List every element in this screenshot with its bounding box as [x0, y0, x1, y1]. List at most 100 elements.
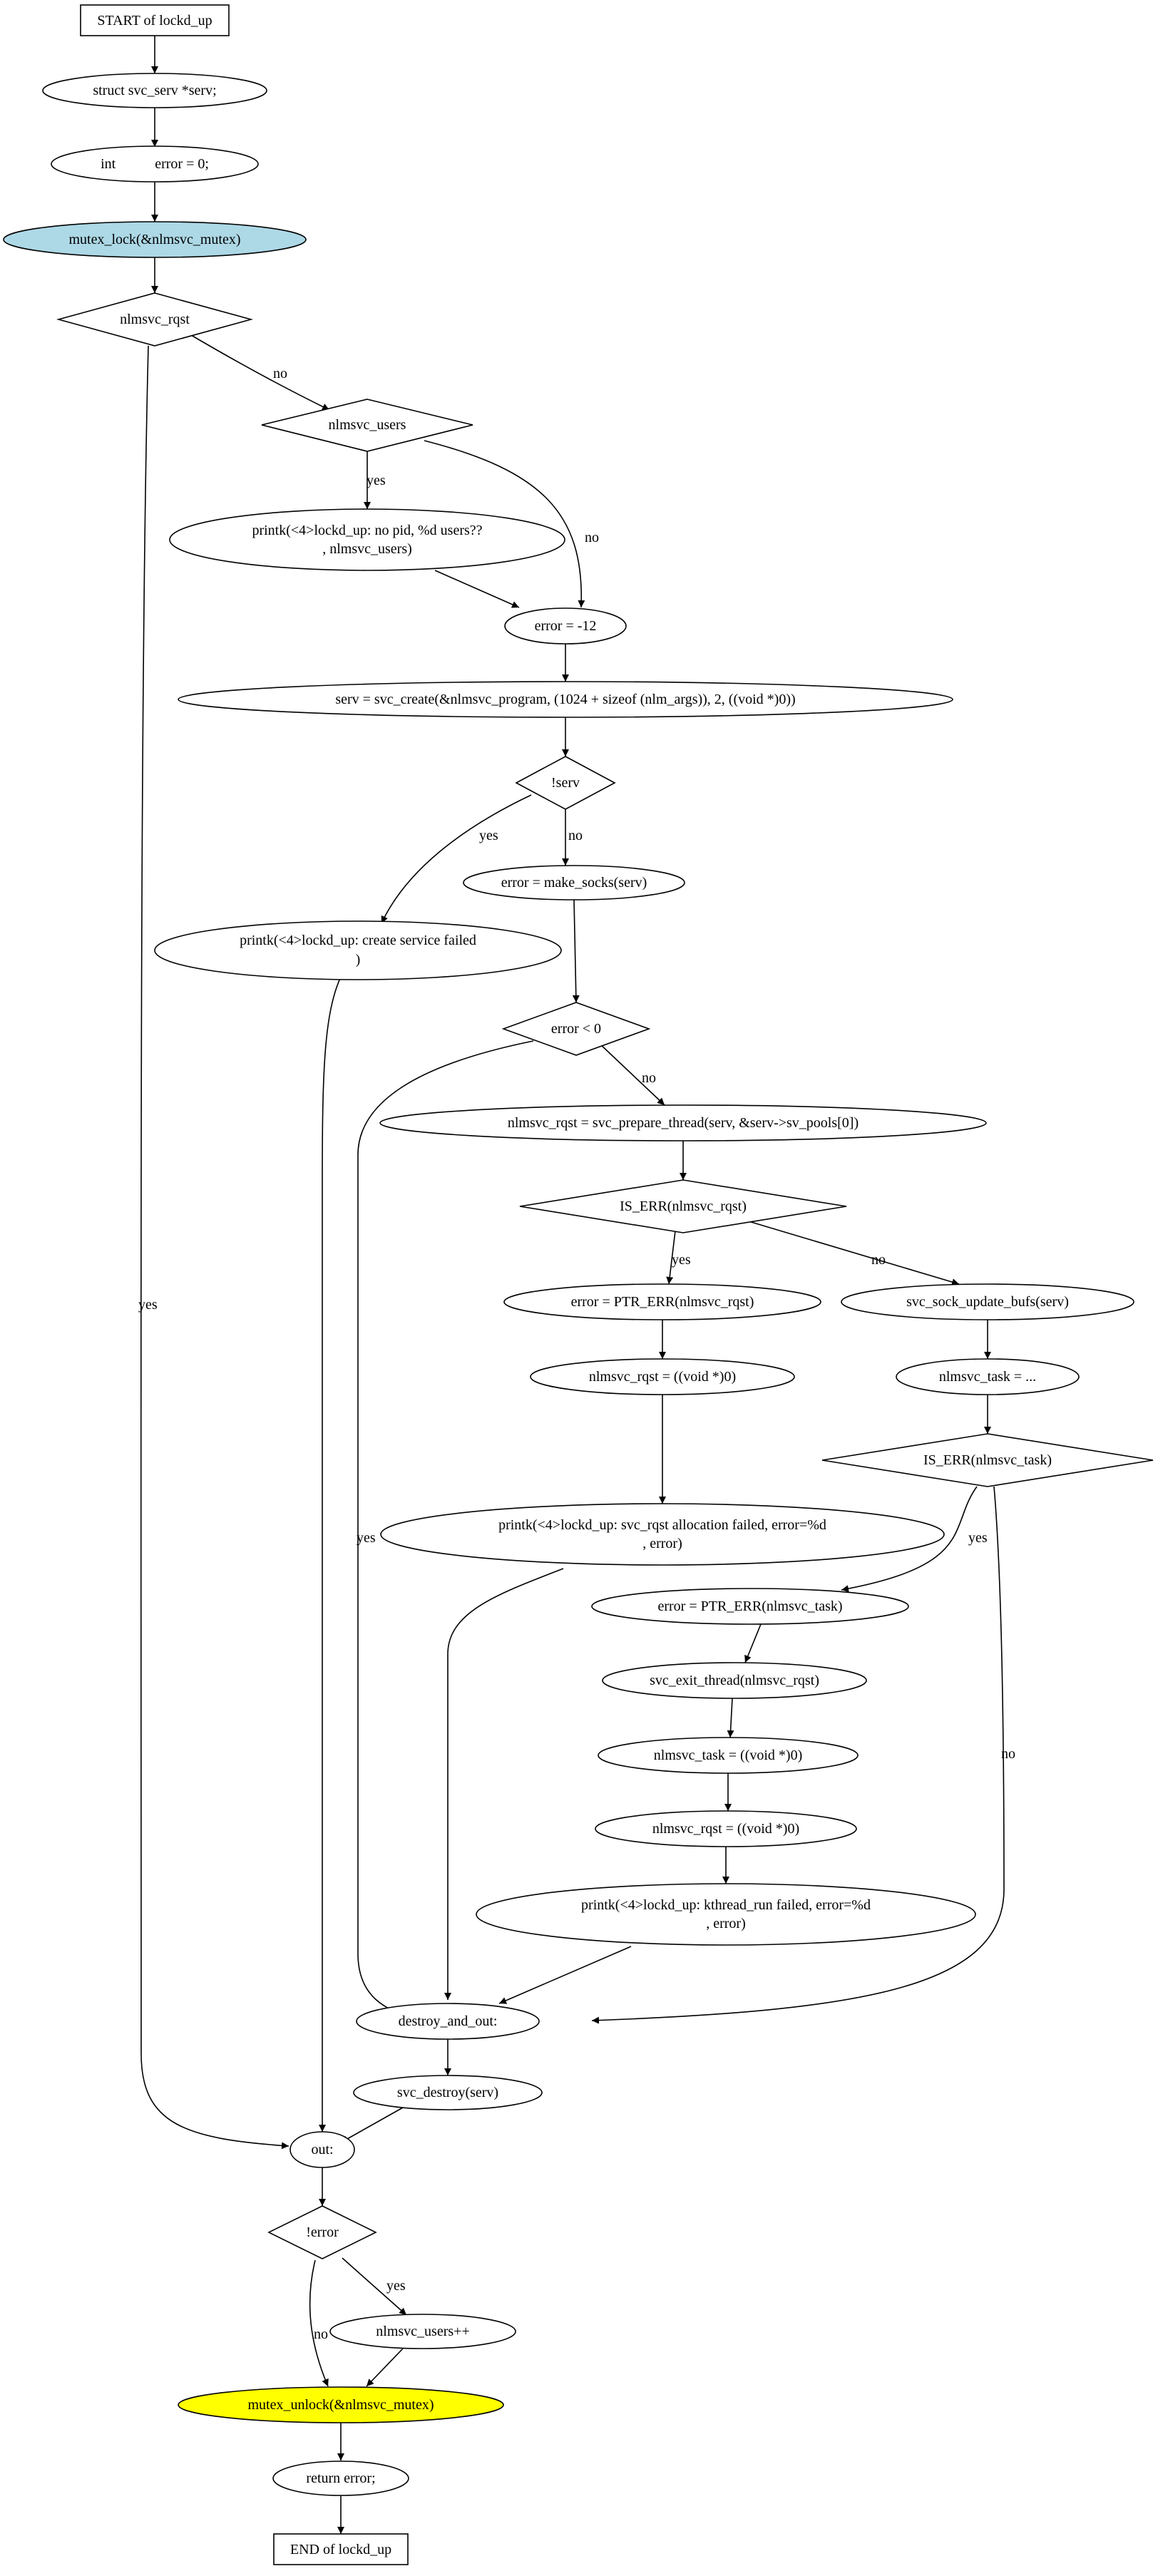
node-decl-error: int error = 0;	[51, 145, 259, 183]
edge-is-err-task-no	[591, 1486, 1005, 2024]
node-users-inc-label: nlmsvc_users++	[376, 2324, 469, 2339]
node-printk-nopid: printk(<4>lockd_up: no pid, %d users?? ,…	[169, 508, 565, 571]
node-mutex-unlock-label: mutex_unlock(&nlmsvc_mutex)	[247, 2397, 434, 2413]
node-cond-rqst: nlmsvc_rqst	[56, 292, 254, 347]
edge-not-error-yes	[342, 2257, 407, 2316]
node-prepare-thread-label: nlmsvc_rqst = svc_prepare_thread(serv, &…	[508, 1115, 859, 1131]
node-mutex-unlock: mutex_unlock(&nlmsvc_mutex)	[178, 2386, 504, 2423]
node-make-socks-label: error = make_socks(serv)	[501, 875, 647, 891]
edge-labels: no yes yes no yes no no yes yes no yes n…	[138, 366, 1015, 2342]
node-cond-error-lt0-label: error < 0	[551, 1021, 601, 1037]
node-cond-is-err-rqst: IS_ERR(nlmsvc_rqst)	[519, 1179, 847, 1233]
node-printk-create-line2: )	[356, 952, 361, 968]
edge-ptr-err-task-exit-thread	[744, 1623, 762, 1663]
edge-label-rqst-no: no	[273, 366, 287, 381]
edge-rqst-yes	[140, 345, 290, 2150]
node-error-12: error = -12	[504, 607, 627, 645]
edge-label-serv-yes: yes	[479, 828, 498, 843]
node-cond-serv-label: !serv	[551, 775, 580, 791]
node-sock-update-label: svc_sock_update_bufs(serv)	[906, 1294, 1069, 1310]
node-printk-nopid-line2: , nlmsvc_users)	[322, 541, 412, 557]
node-printk-alloc-line2: , error)	[642, 1536, 682, 1551]
edge-label-is-err-rqst-yes: yes	[672, 1252, 691, 1268]
node-cond-users: nlmsvc_users	[261, 399, 473, 452]
node-decl-serv-label: struct svc_serv *serv;	[93, 83, 216, 98]
edge-label-rqst-yes: yes	[138, 1297, 158, 1313]
edge-not-error-no	[309, 2259, 329, 2387]
edge-serv-yes	[381, 794, 532, 924]
node-printk-alloc-line1: printk(<4>lockd_up: svc_rqst allocation …	[498, 1517, 826, 1533]
node-exit-thread: svc_exit_thread(nlmsvc_rqst)	[602, 1662, 867, 1699]
edge-label-lt0-yes: yes	[357, 1530, 376, 1546]
node-ptr-err-rqst: error = PTR_ERR(nlmsvc_rqst)	[503, 1283, 821, 1320]
node-cond-not-error-label: !error	[306, 2225, 339, 2240]
edge-printk-create-out	[319, 976, 342, 2132]
node-rqst-null-1: nlmsvc_rqst = ((void *)0)	[530, 1358, 795, 1395]
node-out-label: out:	[311, 2142, 333, 2157]
node-task-assign: nlmsvc_task = ...	[896, 1358, 1080, 1395]
node-mutex-lock: mutex_lock(&nlmsvc_mutex)	[3, 221, 307, 258]
edge-is-err-rqst-yes	[666, 1224, 677, 1285]
node-exit-thread-label: svc_exit_thread(nlmsvc_rqst)	[650, 1673, 819, 1688]
edge-users-inc-mutex-unlock	[366, 2348, 404, 2387]
edge-lt0-no	[598, 1042, 665, 1106]
edge-label-not-error-no: no	[314, 2326, 328, 2342]
mutex-lock-shape	[3, 221, 307, 258]
node-serv-create-label: serv = svc_create(&nlmsvc_program, (1024…	[335, 692, 795, 707]
node-cond-serv: !serv	[515, 756, 616, 810]
node-ptr-err-rqst-label: error = PTR_ERR(nlmsvc_rqst)	[571, 1294, 754, 1310]
node-return-error-label: return error;	[306, 2470, 375, 2486]
edge-label-is-err-task-yes: yes	[968, 1530, 988, 1546]
node-start-label: START of lockd_up	[97, 13, 212, 29]
edge-label-not-error-yes: yes	[386, 2278, 406, 2294]
edge-svc-destroy-out	[340, 2107, 404, 2143]
node-return-error: return error;	[272, 2460, 409, 2496]
node-sock-update: svc_sock_update_bufs(serv)	[841, 1283, 1134, 1320]
node-users-inc: nlmsvc_users++	[329, 2314, 516, 2349]
node-end: END of lockd_up	[273, 2533, 409, 2565]
node-printk-alloc: printk(<4>lockd_up: svc_rqst allocation …	[380, 1503, 945, 1566]
node-printk-kthread: printk(<4>lockd_up: kthread_run failed, …	[476, 1883, 976, 1946]
node-serv-create: serv = svc_create(&nlmsvc_program, (1024…	[178, 681, 953, 718]
node-cond-is-err-rqst-label: IS_ERR(nlmsvc_rqst)	[620, 1199, 747, 1214]
node-make-socks: error = make_socks(serv)	[463, 865, 685, 900]
node-printk-kthread-line1: printk(<4>lockd_up: kthread_run failed, …	[581, 1897, 871, 1913]
node-cond-not-error: !error	[267, 2205, 377, 2259]
edge-make-socks-cond-lt0	[572, 899, 580, 1003]
node-cond-is-err-task-label: IS_ERR(nlmsvc_task)	[923, 1452, 1052, 1468]
node-destroy-and-out: destroy_and_out:	[356, 2003, 540, 2040]
edge-printk-nopid-error12	[434, 570, 520, 608]
node-printk-nopid-line1: printk(<4>lockd_up: no pid, %d users??	[252, 523, 482, 538]
node-destroy-and-out-label: destroy_and_out:	[399, 2013, 498, 2029]
node-decl-error-label: int error = 0;	[101, 156, 209, 172]
node-mutex-lock-label: mutex_lock(&nlmsvc_mutex)	[68, 232, 240, 247]
node-printk-create: printk(<4>lockd_up: create service faile…	[154, 920, 562, 980]
edge-label-is-err-rqst-no: no	[871, 1252, 886, 1268]
node-rqst-null-1-label: nlmsvc_rqst = ((void *)0)	[589, 1369, 736, 1385]
node-task-null-label: nlmsvc_task = ((void *)0)	[654, 1748, 802, 1763]
node-decl-serv: struct svc_serv *serv;	[42, 73, 267, 108]
edge-label-lt0-no: no	[642, 1070, 656, 1086]
edge-is-err-task-yes	[841, 1486, 978, 1593]
node-rqst-null-2-label: nlmsvc_rqst = ((void *)0)	[652, 1821, 799, 1837]
node-task-null: nlmsvc_task = ((void *)0)	[598, 1737, 859, 1774]
edge-rqst-no	[190, 334, 330, 411]
node-rqst-null-2: nlmsvc_rqst = ((void *)0)	[595, 1810, 857, 1847]
node-printk-kthread-line2: , error)	[706, 1916, 746, 1931]
node-svc-destroy-label: svc_destroy(serv)	[397, 2085, 498, 2100]
edges	[140, 36, 1005, 2534]
edge-exit-thread-task-null	[727, 1698, 734, 1738]
edge-label-users-yes: yes	[367, 473, 386, 488]
edge-is-err-rqst-no	[741, 1218, 960, 1286]
node-start: START of lockd_up	[80, 4, 230, 36]
node-end-label: END of lockd_up	[290, 2542, 391, 2557]
node-printk-create-line1: printk(<4>lockd_up: create service faile…	[240, 933, 476, 948]
edge-printk-alloc-destroy	[444, 1568, 564, 2000]
node-out: out:	[290, 2131, 355, 2168]
node-cond-error-lt0: error < 0	[501, 1002, 651, 1056]
edge-label-users-no: no	[585, 530, 599, 545]
node-prepare-thread: nlmsvc_rqst = svc_prepare_thread(serv, &…	[379, 1104, 987, 1141]
mutex-unlock-shape	[178, 2386, 504, 2423]
edge-users-no	[424, 440, 585, 608]
